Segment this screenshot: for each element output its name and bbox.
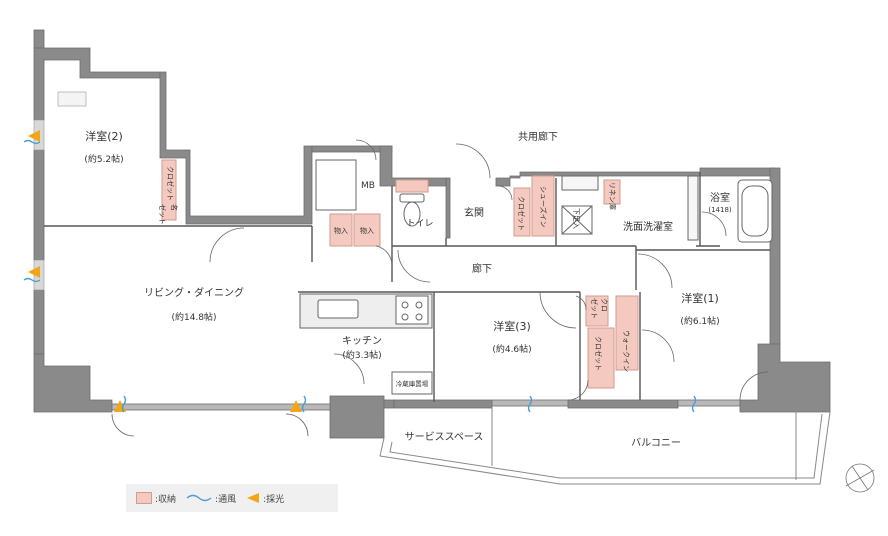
ventilation-markers — [23, 139, 697, 413]
shoes-in — [531, 175, 555, 237]
storage-1 — [329, 213, 353, 247]
legend-ventilation: :通風 — [186, 492, 236, 505]
door-swings — [111, 139, 769, 437]
label-closet-w2-b: ゼット — [158, 204, 167, 225]
room-labels: 洋室(2) (約5.2帖) リビング・ダイニング (約14.8帖) キッチン (… — [84, 129, 732, 449]
label-linen: リネン庫 — [608, 182, 617, 210]
label-closet-w2-c: 名 — [170, 204, 179, 211]
label-balcony: バルコニー — [631, 437, 681, 449]
toilet-bowl — [403, 201, 421, 227]
legend-daylight: :採光 — [246, 492, 284, 505]
label-entrance: 玄関 — [464, 206, 484, 219]
label-western3: 洋室(3) — [493, 319, 531, 333]
label-kitchen: キッチン — [342, 335, 382, 347]
stove — [395, 295, 429, 325]
storage-labels: クロゼット ゼット 名 物入 物入 シューズイン クロゼット 下足入 リネン庫 … — [158, 166, 630, 388]
legend-daylight-label: :採光 — [263, 494, 285, 505]
closet-entrance — [513, 187, 531, 237]
label-closet-w1: クロゼット — [594, 336, 603, 371]
toilet-storage — [395, 179, 429, 193]
compass-icon — [845, 463, 875, 493]
label-living-size: (約14.8帖) — [171, 311, 216, 323]
label-shoes-in: シューズイン — [539, 186, 548, 228]
label-western1-size: (約6.1帖) — [680, 315, 719, 327]
legend: :収納 :通風 :採光 — [126, 484, 338, 512]
sink — [317, 299, 359, 319]
label-western2-size: (約5.2帖) — [84, 153, 123, 165]
label-toilet: トイレ — [406, 219, 433, 229]
exterior-walls — [33, 29, 831, 439]
label-fridge: 冷蔵庫置場 — [396, 379, 429, 388]
label-closet-entrance: クロゼット — [517, 196, 526, 231]
label-storage-2: 物入 — [360, 226, 374, 235]
storage-areas — [161, 159, 639, 389]
fridge-space — [391, 371, 433, 395]
legend-storage: :収納 — [136, 492, 176, 505]
legend-storage-label: :収納 — [155, 494, 177, 505]
fixtures — [299, 159, 773, 395]
label-closet-w3-b: ゼット — [590, 298, 599, 319]
label-hallway: 廊下 — [472, 262, 492, 275]
wave-icon — [186, 494, 212, 502]
label-closet-w3: クロ — [600, 298, 608, 312]
daylight-icon — [247, 493, 260, 503]
walk-in — [587, 327, 615, 389]
label-service-space: サービススペース — [405, 431, 484, 443]
legend-storage-swatch — [136, 492, 152, 504]
closet-western2 — [161, 159, 177, 221]
label-western1: 洋室(1) — [681, 291, 719, 305]
label-western2: 洋室(2) — [85, 129, 123, 143]
label-common-corridor: 共用廊下 — [518, 130, 558, 143]
label-washroom: 洗面洗濯室 — [623, 220, 673, 233]
balcony-outline — [379, 408, 831, 485]
linen — [603, 179, 621, 205]
label-storage-1: 物入 — [334, 226, 348, 235]
closet-western3 — [585, 295, 609, 327]
label-mb: MB — [361, 181, 375, 191]
label-shoebox: 下足入 — [572, 208, 580, 229]
legend-ventilation-label: :通風 — [215, 494, 237, 505]
label-living: リビング・ダイニング — [144, 286, 244, 299]
closet-western1 — [615, 295, 639, 371]
label-walk-in: ウォークイン — [622, 330, 630, 372]
label-bath-size: (1418) — [708, 206, 732, 214]
label-kitchen-size: (約3.3帖) — [342, 349, 381, 361]
label-closet-w2: クロゼット — [166, 166, 175, 201]
storage-2 — [353, 213, 381, 247]
label-western3-size: (約4.6帖) — [492, 343, 531, 355]
label-bath: 浴室 — [710, 191, 730, 204]
